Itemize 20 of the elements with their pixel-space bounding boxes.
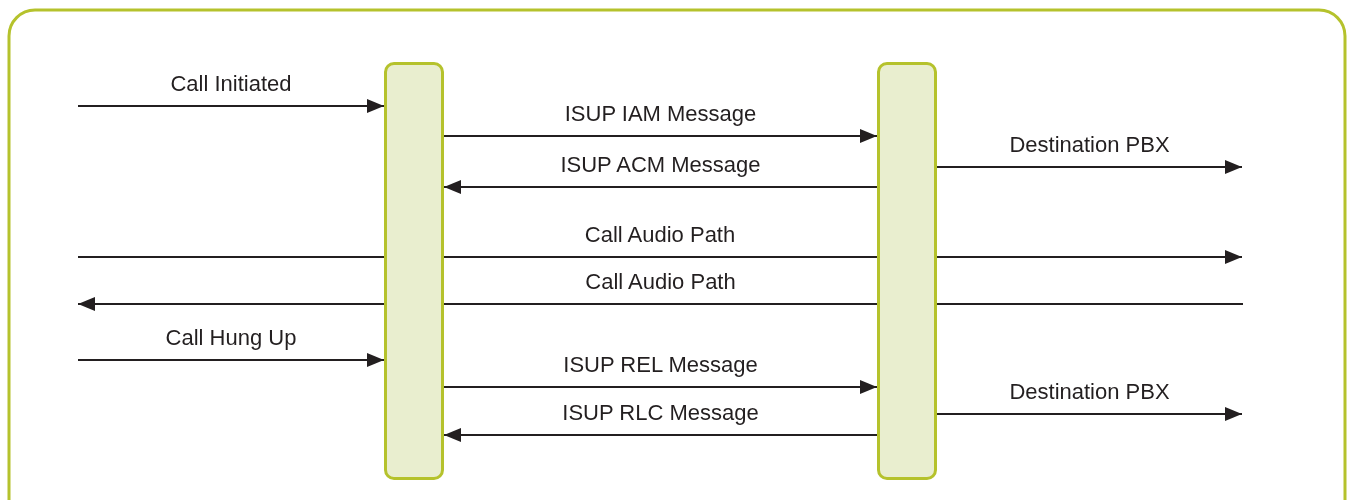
edge-label: ISUP RLC Message — [562, 400, 759, 426]
arrow — [936, 160, 1243, 174]
arrow — [77, 99, 385, 113]
arrow — [443, 428, 878, 442]
arrow — [936, 407, 1243, 421]
edge-label: Destination PBX — [1009, 132, 1170, 158]
vertical-bar — [877, 62, 937, 480]
edge-label: ISUP REL Message — [563, 352, 758, 378]
arrow — [77, 353, 385, 367]
path-label: Call Audio Path — [585, 269, 736, 295]
edge-label: ISUP IAM Message — [564, 101, 757, 127]
edge-label: Destination PBX — [1009, 379, 1170, 405]
edge-label: ISUP ACM Message — [560, 152, 761, 178]
edge-label: Call Initiated — [170, 71, 292, 97]
edge-label: Call Hung Up — [165, 325, 297, 351]
vertical-bar — [384, 62, 444, 480]
arrow — [443, 380, 878, 394]
arrow — [443, 180, 878, 194]
arrow — [443, 129, 878, 143]
path-label: Call Audio Path — [584, 222, 736, 248]
